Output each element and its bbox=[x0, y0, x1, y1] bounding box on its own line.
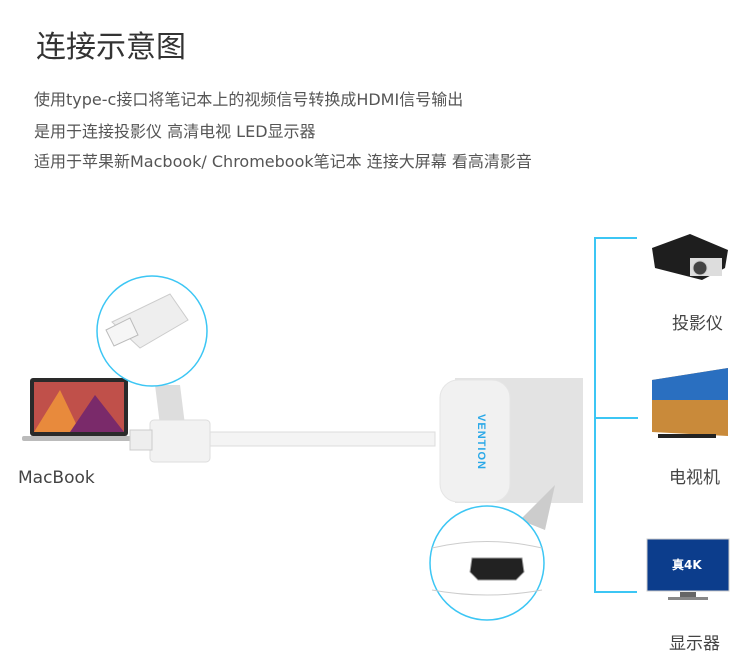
page-title: 连接示意图 bbox=[36, 30, 186, 65]
monitor-icon bbox=[646, 538, 730, 600]
hdmi-port-zoom bbox=[429, 485, 555, 621]
tv-label: 电视机 bbox=[669, 468, 720, 488]
projector-label: 投影仪 bbox=[672, 314, 723, 334]
hdmi-port-icon bbox=[469, 557, 525, 581]
macbook-laptop-icon bbox=[22, 378, 136, 441]
monitor-label: 显示器 bbox=[669, 634, 720, 654]
monitor-badge: 真4K bbox=[672, 558, 702, 572]
macbook-label: MacBook bbox=[18, 468, 95, 488]
description-line-3: 适用于苹果新Macbook/ Chromebook笔记本 连接大屏幕 看高清影音 bbox=[34, 152, 532, 171]
cable bbox=[209, 431, 436, 447]
description-line-2: 是用于连接投影仪 高清电视 LED显示器 bbox=[34, 122, 316, 141]
projector-icon bbox=[652, 234, 728, 280]
usb-c-plug bbox=[149, 419, 211, 463]
usb-c-plug-zoom bbox=[96, 275, 208, 425]
tv-icon bbox=[652, 368, 728, 438]
brand-logo: VENTION bbox=[475, 414, 487, 470]
description-line-1: 使用type-c接口将笔记本上的视频信号转换成HDMI信号输出 bbox=[34, 90, 464, 109]
output-bracket bbox=[594, 237, 638, 593]
adapter-cap bbox=[439, 379, 511, 503]
